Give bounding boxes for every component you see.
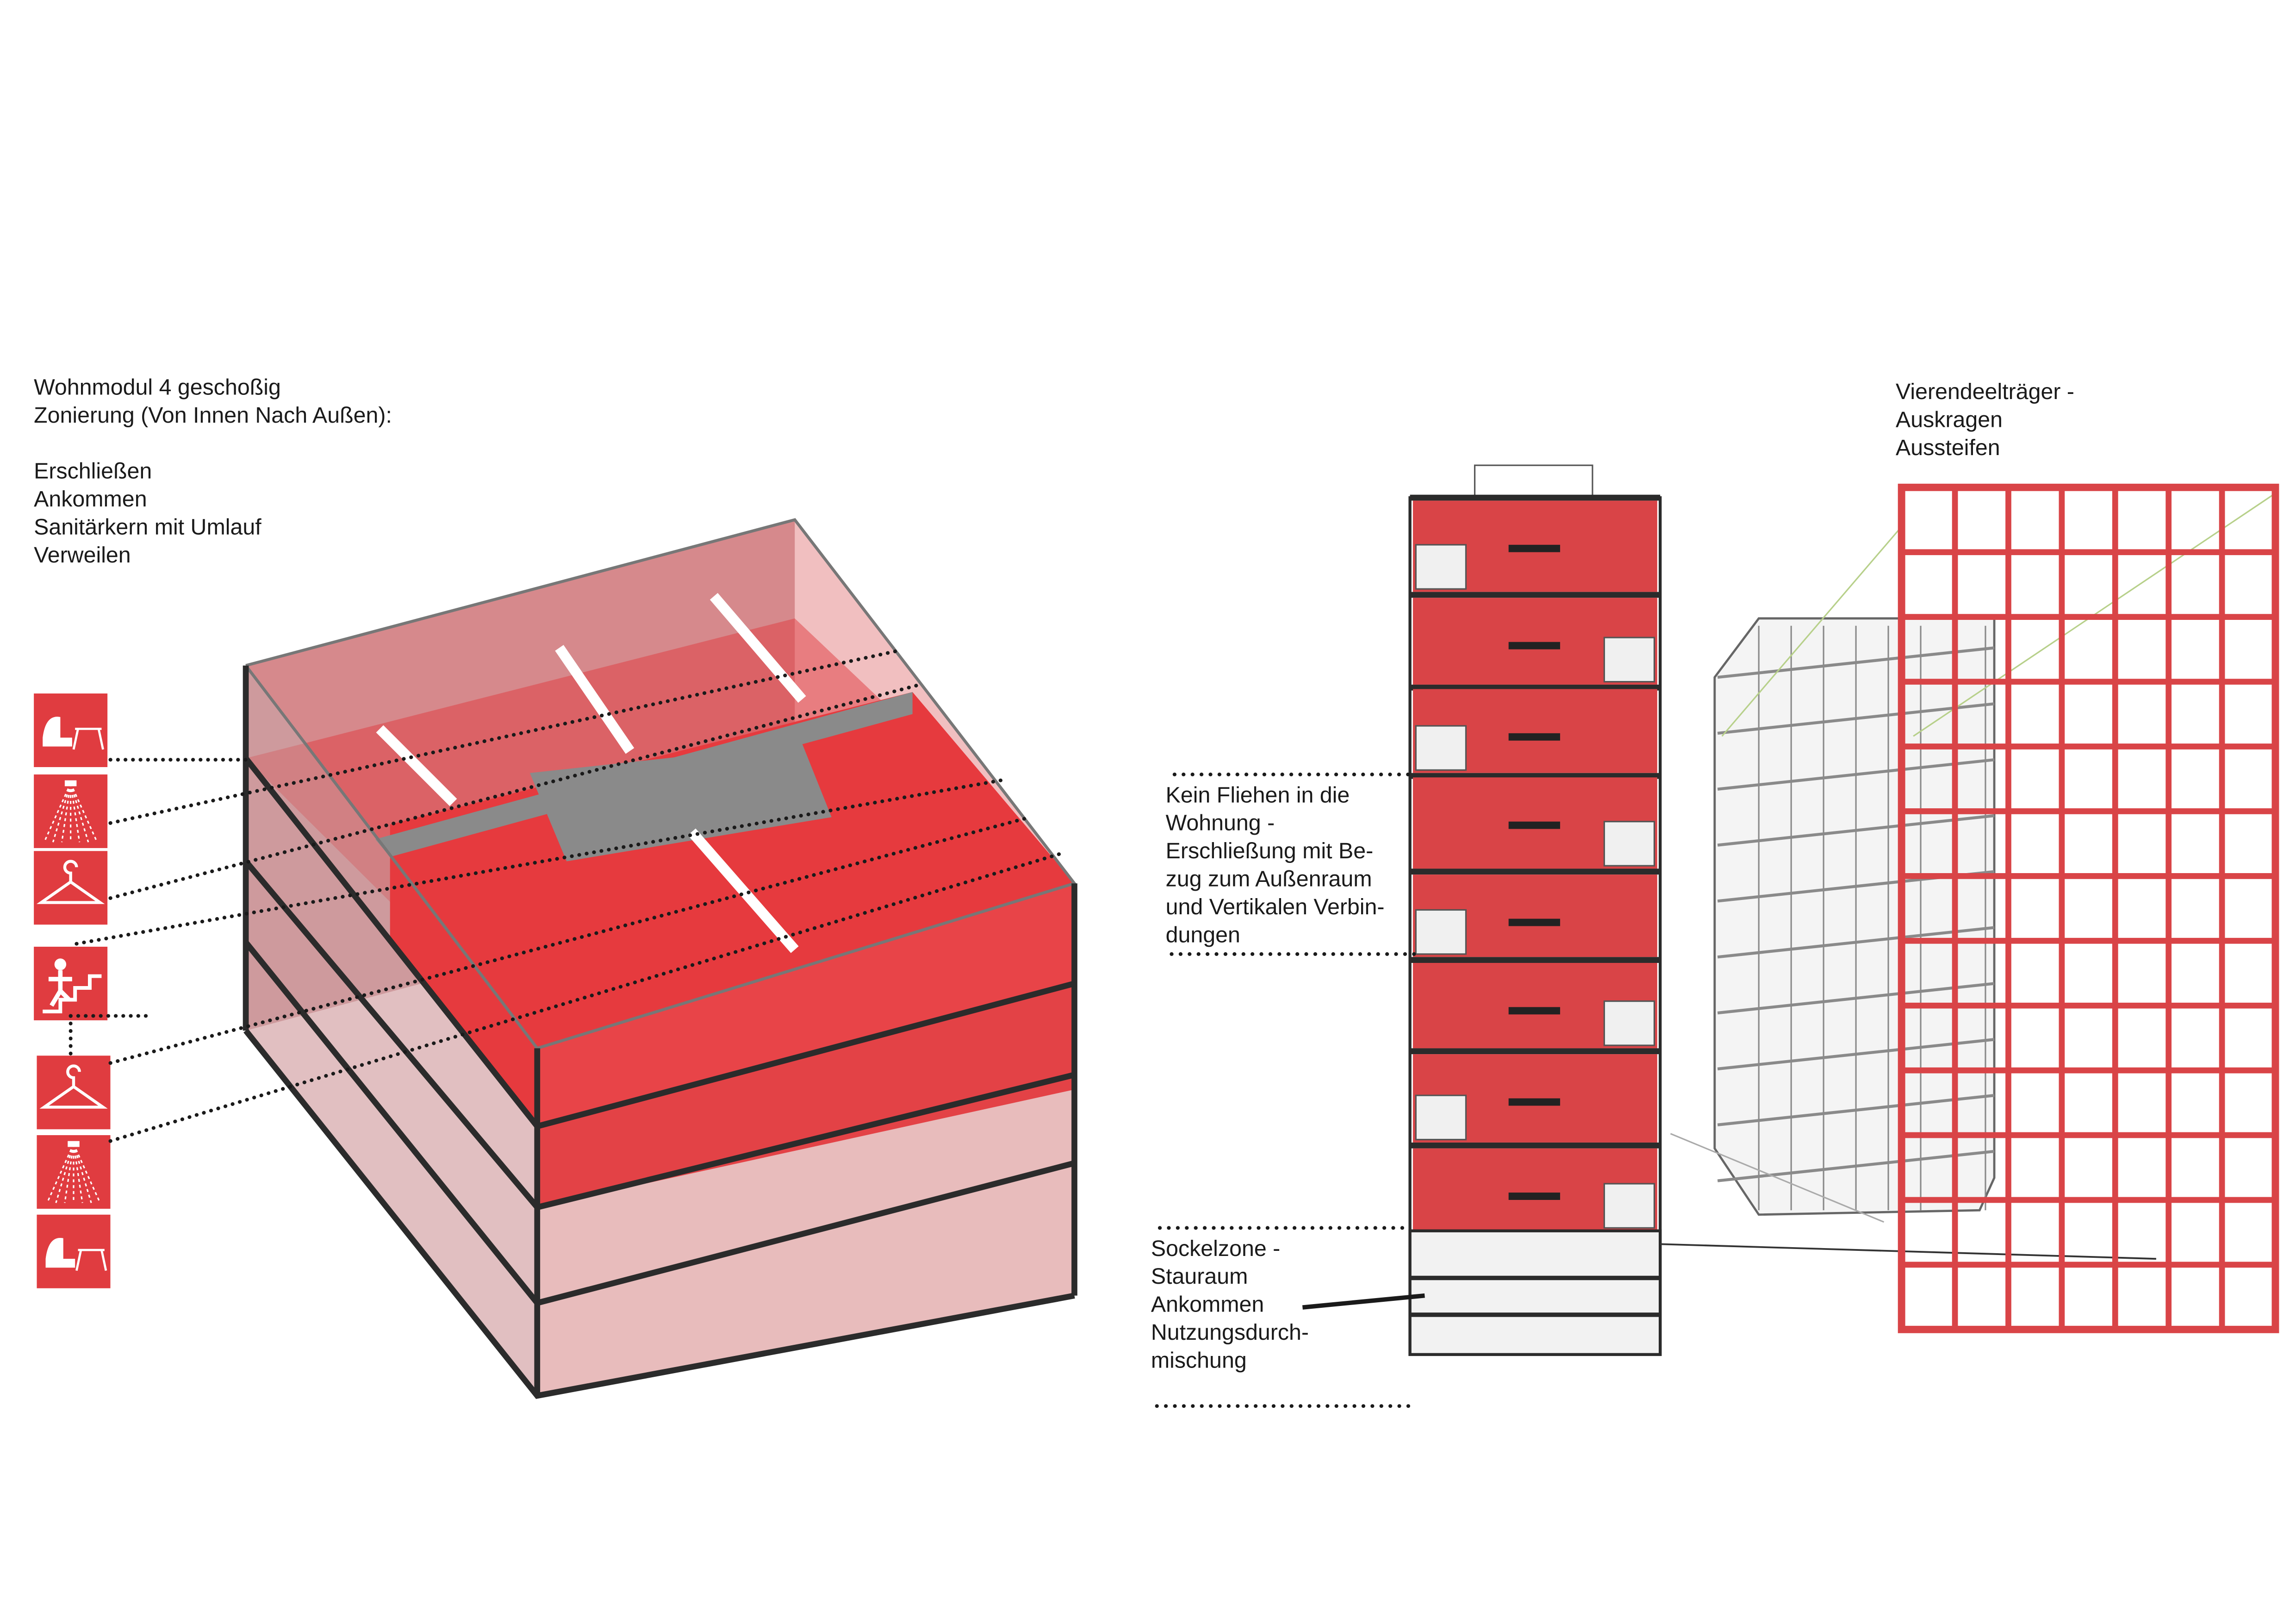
text-line: Aussteifen [1896, 435, 2000, 460]
tower-section [1302, 464, 1662, 1356]
zone-3: Sanitärkern mit Umlauf [34, 515, 261, 540]
text-line: mischung [1151, 1348, 1247, 1373]
text-line: Sockelzone - [1151, 1236, 1280, 1261]
text-line: Ankommen [1151, 1292, 1264, 1317]
zone-2: Ankommen [34, 487, 147, 512]
text-line: Stauraum [1151, 1264, 1248, 1289]
isometric-module [243, 518, 1077, 1399]
tower-floor [1410, 777, 1661, 875]
tower-floor [1410, 1148, 1661, 1237]
base-zone [1408, 1229, 1662, 1356]
tower-floor [1410, 500, 1661, 598]
tower-floor [1410, 962, 1661, 1055]
middle-text-block: Kein Fliehen in die Wohnung - Erschließu… [1166, 782, 1385, 947]
hanger-icon [37, 1056, 111, 1130]
zone-1: Erschließen [34, 459, 152, 484]
vierendeel-truss-grid [1898, 483, 2279, 1333]
core-roof [529, 743, 832, 862]
shower-icon [37, 1135, 111, 1209]
text-line: Vierendeelträger - [1896, 379, 2074, 404]
stairs-person-icon [34, 946, 108, 1020]
title: Wohnmodul 4 geschoßig [34, 375, 281, 400]
left-text-block: Wohnmodul 4 geschoßig Zonierung (Von Inn… [34, 375, 392, 568]
lounge-chair-table-icon [37, 1214, 111, 1288]
zone-4: Verweilen [34, 543, 131, 568]
tower-floor [1410, 689, 1661, 779]
truss-frame [1898, 483, 2279, 1333]
shower-icon [34, 774, 108, 848]
text-line: dungen [1166, 922, 1240, 947]
tower-leaders [1155, 772, 1422, 1408]
zone-icons [34, 693, 111, 1288]
base-text-block: Sockelzone - Stauraum Ankommen Nutzungsd… [1151, 1236, 1309, 1373]
tower-floor [1410, 598, 1661, 691]
text-line: Kein Fliehen in die [1166, 782, 1350, 807]
hanger-icon [34, 851, 108, 925]
tower-floor [1410, 1054, 1661, 1149]
text-line: Nutzungsdurch- [1151, 1320, 1309, 1345]
lounge-chair-table-icon [34, 693, 108, 768]
text-line: zug zum Außenraum [1166, 867, 1372, 892]
tower-floor [1410, 874, 1661, 963]
text-line: und Vertikalen Verbin- [1166, 894, 1385, 919]
text-line: Auskragen [1896, 407, 2003, 432]
text-line: Erschließung mit Be- [1166, 838, 1374, 863]
base-pointer [1302, 1293, 1425, 1310]
text-line: Wohnung - [1166, 811, 1275, 836]
right-text-block: Vierendeelträger - Auskragen Aussteifen [1896, 379, 2074, 460]
subtitle: Zonierung (Von Innen Nach Außen): [34, 403, 392, 428]
leader-lines [68, 649, 1062, 1143]
building-perspective [1660, 493, 2276, 1260]
